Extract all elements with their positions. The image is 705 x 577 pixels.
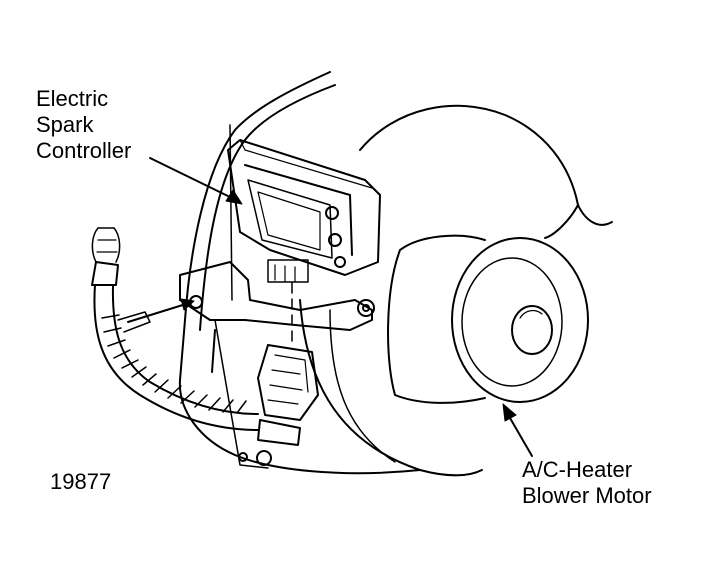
blower-motor — [387, 234, 589, 404]
spark-controller-label: Electric Spark Controller — [36, 86, 131, 164]
figure-number: 19877 — [50, 469, 112, 494]
blower-motor-label-line1: A/C-Heater — [522, 457, 633, 482]
blower-motor-label: A/C-Heater Blower Motor — [522, 457, 652, 509]
bracket-bolt-leader — [127, 298, 195, 323]
wiring-connector — [257, 344, 319, 446]
spark-controller-label-line1: Electric — [36, 86, 109, 111]
blower-motor-label-line2: Blower Motor — [522, 483, 652, 508]
spark-controller-module — [227, 139, 381, 283]
mounting-bracket — [179, 261, 375, 469]
blower-housing — [234, 104, 613, 477]
blower-motor-leader — [502, 403, 533, 457]
wiring-harness — [91, 227, 259, 431]
firewall-panel — [178, 71, 336, 456]
spark-controller-label-line3: Controller — [36, 138, 132, 163]
spark-controller-leader — [149, 157, 243, 205]
spark-controller-label-line2: Spark — [36, 112, 94, 137]
